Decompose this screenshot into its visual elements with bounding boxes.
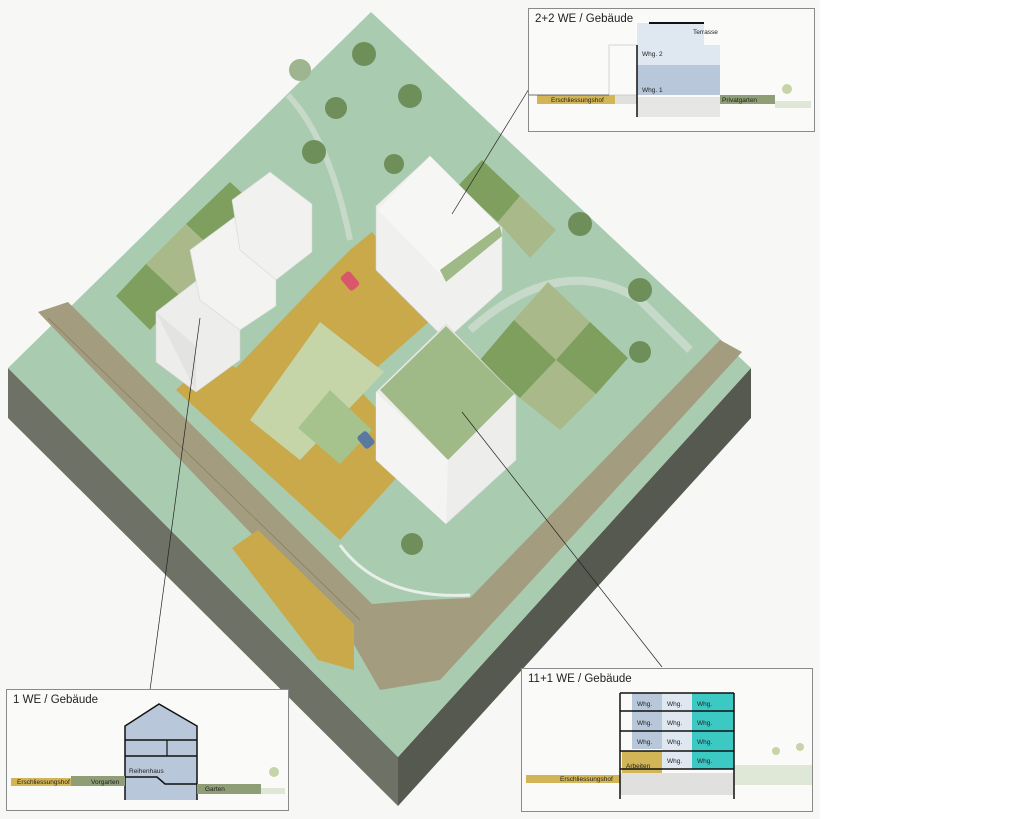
garden-right-3 — [480, 320, 556, 398]
garden-top-right — [458, 160, 520, 222]
label-terrace: Terrasse — [693, 29, 718, 36]
unit-label: Whg. — [697, 720, 713, 727]
base-side-right — [398, 368, 751, 806]
leader-2plus2 — [451, 83, 533, 215]
unit-label: Whg. — [697, 701, 713, 708]
garden-right-4 — [520, 360, 596, 430]
label-house: Reihenhaus — [129, 768, 164, 775]
unit-label: Whg. — [637, 701, 653, 708]
unit-label: Whg. — [667, 701, 683, 708]
garden-right-1 — [514, 282, 590, 360]
label-access-court: Erschliessungshof — [17, 779, 70, 786]
leader-11plus1 — [461, 411, 663, 668]
unit-label: Whg. — [667, 739, 683, 746]
car-red — [340, 271, 360, 291]
base-side-left — [8, 368, 398, 806]
courtyard-street — [232, 530, 354, 670]
trees — [289, 42, 652, 555]
curb-curve — [338, 544, 471, 597]
courtyard-green — [250, 322, 384, 460]
section-panel-2plus2: 2+2 WE / Gebäude Terrasse Whg. 2 Whg. 1 … — [528, 8, 815, 132]
garden-right-2 — [556, 322, 628, 394]
label-front-garden: Vorgarten — [91, 779, 120, 786]
section-drawing-11plus1 — [526, 692, 812, 799]
site-lawn — [8, 12, 751, 757]
axonometric-site-model — [8, 12, 751, 806]
road-lower-right — [348, 340, 742, 690]
label-garden: Garten — [205, 786, 225, 793]
panel-title: 1 WE / Gebäude — [13, 694, 99, 706]
unit-label: Whg. — [667, 758, 683, 765]
unit-label: Whg. — [697, 739, 713, 746]
panel-title: 11+1 WE / Gebäude — [528, 673, 632, 685]
building-2plus2 — [375, 155, 503, 341]
building-11plus1 — [375, 323, 517, 525]
right-margin — [820, 0, 1024, 819]
unit-label: Whg. — [697, 758, 713, 765]
panel-title: 2+2 WE / Gebäude — [535, 13, 634, 25]
label-unit-1: Whg. 1 — [642, 87, 663, 94]
unit-label: Whg. — [637, 720, 653, 727]
leader-1we — [149, 317, 201, 691]
section-drawing-1we — [11, 703, 285, 800]
unit-label: Whg. — [667, 720, 683, 727]
section-panel-11plus1: 11+1 WE / Gebäude Whg. Whg. Whg. Whg. Wh… — [521, 668, 813, 812]
label-access-court: Erschliessungshof — [560, 776, 613, 783]
label-unit-2: Whg. 2 — [642, 51, 663, 58]
garden-top-right-2 — [498, 196, 556, 258]
section-panel-1we: 1 WE / Gebäude Reihenhaus Erschliessungs… — [6, 689, 289, 811]
car-blue — [357, 431, 375, 449]
label-work: Arbeiten — [626, 763, 651, 770]
section-drawing-2plus2 — [529, 22, 811, 117]
unit-label: Whg. — [637, 739, 653, 746]
road-edge-line — [47, 317, 361, 621]
courtyard-lawn-patch — [298, 390, 372, 464]
label-private-garden: Privatgarten — [722, 97, 758, 104]
label-access-court: Erschliessungshof — [551, 97, 604, 104]
